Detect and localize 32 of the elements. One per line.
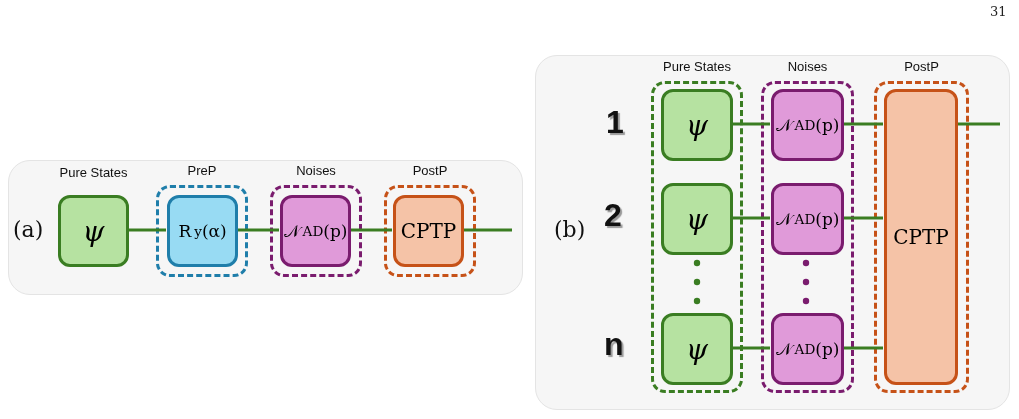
group-heading: PostP — [903, 59, 940, 74]
panel-label: (b) — [554, 217, 586, 242]
connector-line — [128, 228, 166, 232]
operation-box: CPTP — [884, 89, 958, 385]
operation-box: CPTP — [393, 195, 464, 267]
connector-line — [843, 216, 883, 220]
page-number: 31 — [990, 4, 1007, 19]
panel-background — [535, 55, 1010, 410]
connector-line — [732, 346, 770, 350]
connector-line — [237, 228, 279, 232]
operation-box: ψ — [661, 313, 733, 385]
panel-background — [8, 160, 523, 295]
group-heading: Noises — [786, 59, 829, 74]
connector-line — [843, 346, 883, 350]
connector-line — [732, 122, 770, 126]
connector-line — [957, 122, 1000, 126]
connector-line — [350, 228, 392, 232]
connector-line — [463, 228, 512, 232]
state-heading: Pure States — [58, 165, 129, 180]
row-number: n — [604, 326, 624, 363]
operation-box: ψ — [58, 195, 129, 267]
row-number: 1 — [606, 104, 624, 141]
operation-box: ψ — [661, 89, 733, 161]
operation-box: ψ — [661, 183, 733, 255]
panel-label: (a) — [13, 217, 44, 242]
group-heading: PostP — [411, 163, 449, 178]
connector-line — [843, 122, 883, 126]
group-heading: PreP — [186, 163, 218, 178]
group-heading: Noises — [295, 163, 337, 178]
row-number: 2 — [604, 197, 622, 234]
group-heading: Pure States — [662, 59, 732, 74]
connector-line — [732, 216, 770, 220]
